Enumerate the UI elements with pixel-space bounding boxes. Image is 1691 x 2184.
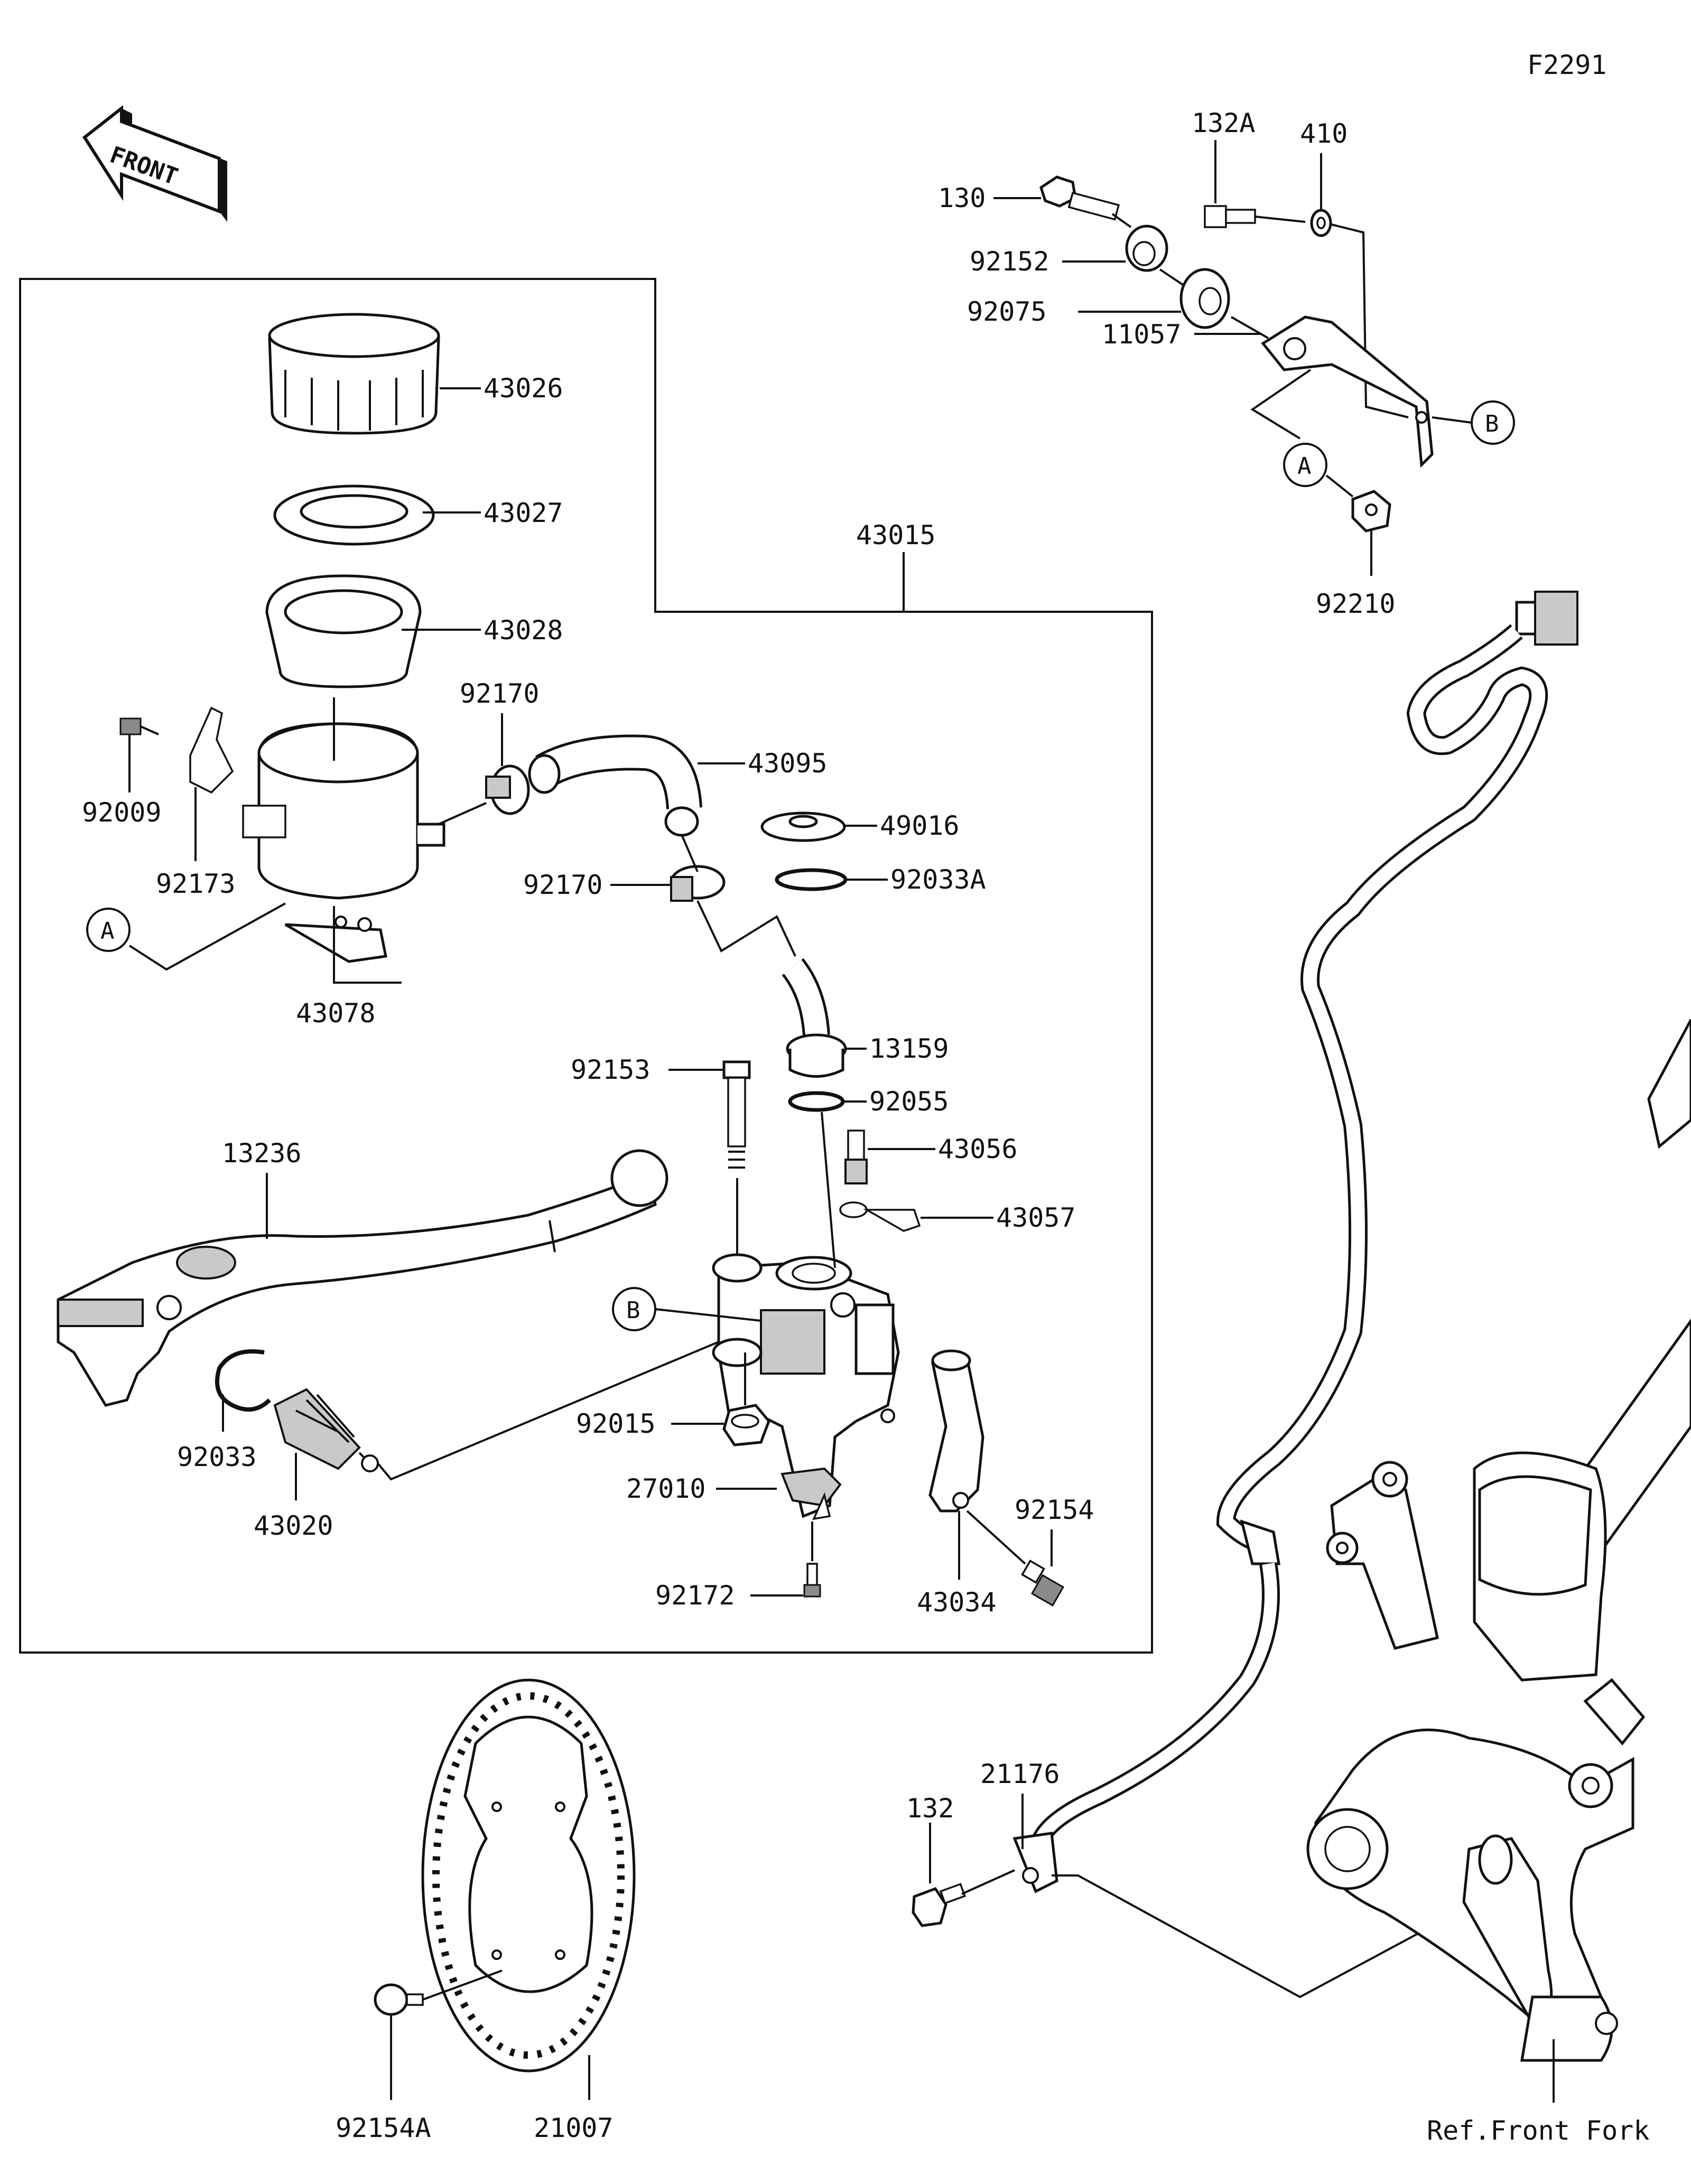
diagram-id: F2291 (1527, 50, 1607, 80)
screw-92009 (119, 717, 159, 735)
nut-92015 (722, 1404, 770, 1446)
master-cylinder-body (712, 1253, 900, 1518)
bolt-132A (1204, 205, 1256, 228)
label-92033A: 92033A (890, 864, 986, 895)
fitting-13159 (782, 958, 847, 1078)
label-92033: 92033 (177, 1442, 257, 1472)
label-43078: 43078 (296, 998, 376, 1029)
label-130: 130 (938, 183, 986, 213)
label-27010: 27010 (626, 1473, 706, 1504)
label-43027: 43027 (484, 498, 563, 528)
piston-43020 (273, 1388, 379, 1472)
screw-92154A (374, 1983, 424, 2016)
grommet-92075 (1179, 268, 1230, 329)
label-43095: 43095 (748, 748, 828, 779)
circlip-92033A (775, 868, 848, 891)
label-43028: 43028 (484, 615, 563, 646)
label-43020: 43020 (254, 1510, 333, 1541)
label-43056: 43056 (938, 1134, 1018, 1164)
callout-a-right: A (1283, 443, 1327, 487)
assembly-frame-43015 (19, 278, 1153, 1654)
abs-sensor-cable (1012, 591, 1578, 1893)
abs-rotor-21007 (421, 1678, 636, 2073)
diaphragm-43028 (265, 574, 422, 688)
hose-43095 (528, 734, 702, 837)
label-132A: 132A (1192, 108, 1255, 138)
washer-410 (1310, 209, 1332, 237)
bolt-130 (1039, 175, 1120, 221)
label-43015: 43015 (856, 520, 936, 550)
callout-b-right: B (1471, 400, 1515, 445)
brake-switch-27010 (781, 1467, 842, 1520)
label-92075: 92075 (967, 296, 1047, 327)
label-21176: 21176 (980, 1759, 1060, 1789)
collar-92152 (1125, 225, 1168, 272)
ref-front-fork-note: Ref.Front Fork (1427, 2115, 1649, 2146)
brake-lever-13236 (57, 1149, 668, 1407)
label-49016: 49016 (880, 810, 960, 841)
bolt-92154 (1021, 1560, 1064, 1607)
label-92170-mid: 92170 (523, 870, 603, 900)
o-ring-92055 (788, 1091, 845, 1112)
nut-92210 (1351, 490, 1391, 533)
label-92055: 92055 (869, 1086, 949, 1117)
label-132: 132 (906, 1793, 954, 1824)
label-410: 410 (1300, 118, 1348, 149)
label-92154: 92154 (1015, 1495, 1094, 1525)
label-92153: 92153 (571, 1054, 651, 1085)
label-43057: 43057 (996, 1202, 1076, 1233)
svg-text:A: A (1297, 453, 1312, 480)
bleed-cap-43057 (839, 1201, 921, 1232)
bleed-valve-43056 (844, 1130, 868, 1184)
clip-92173 (189, 706, 234, 794)
label-92009: 92009 (82, 797, 162, 828)
svg-text:B: B (1485, 410, 1499, 437)
bracket-43034 (928, 1349, 984, 1513)
label-43026: 43026 (484, 373, 563, 404)
label-92152: 92152 (970, 246, 1049, 277)
label-92170-top: 92170 (460, 678, 540, 709)
diaphragm-plate-43027 (273, 484, 435, 546)
hose-clamp-92170-mid (670, 865, 726, 902)
label-92210: 92210 (1316, 589, 1396, 619)
pivot-bolt-92153 (722, 1060, 751, 1169)
front-arrow-icon: FRONT (82, 105, 227, 222)
screw-92172 (803, 1563, 821, 1598)
label-11057: 11057 (1102, 319, 1182, 350)
circlip-92033 (215, 1349, 271, 1412)
label-13159: 13159 (869, 1033, 949, 1064)
svg-text:A: A (100, 918, 115, 945)
label-92173: 92173 (156, 869, 236, 899)
callout-a-left: A (86, 908, 131, 952)
callout-b-mid: B (612, 1287, 656, 1331)
label-92154A: 92154A (336, 2113, 431, 2143)
label-92172: 92172 (655, 1580, 735, 1611)
reservoir-43078 (242, 697, 445, 963)
svg-text:B: B (626, 1297, 640, 1324)
label-13236: 13236 (222, 1138, 302, 1169)
hose-clamp-92170-top (485, 764, 530, 815)
front-fork (1306, 1019, 1691, 2062)
bolt-132 (912, 1883, 967, 1927)
bracket-11057 (1261, 315, 1434, 468)
label-43034: 43034 (917, 1587, 997, 1618)
washer-49016 (760, 811, 846, 842)
reservoir-cap-43026 (268, 313, 440, 435)
label-21007: 21007 (534, 2113, 614, 2143)
label-92015: 92015 (576, 1408, 656, 1439)
